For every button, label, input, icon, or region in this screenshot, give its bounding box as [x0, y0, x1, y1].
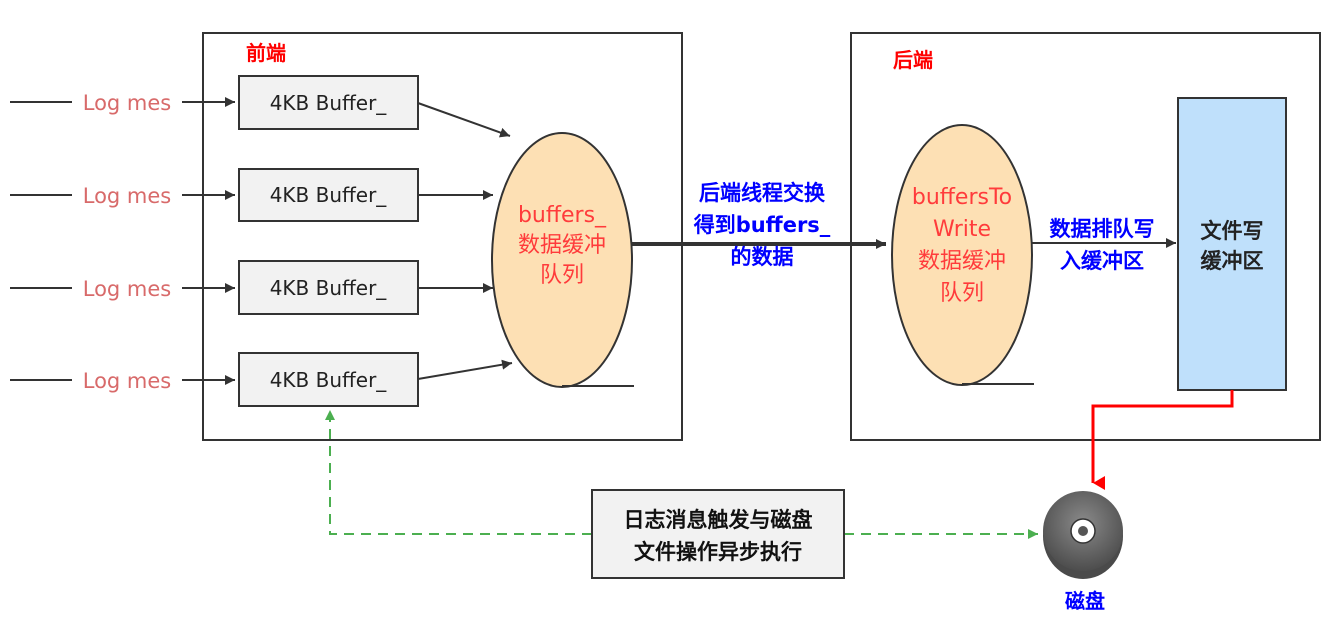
backend-queue-label-2: Write: [933, 217, 991, 242]
frontend-queue-label-3: 队列: [540, 263, 584, 288]
async-trigger-box: [591, 489, 845, 579]
frontend-queue-label-1: buffers_: [518, 203, 607, 228]
backend-panel: [850, 32, 1321, 441]
buffer-label-3: 4KB Buffer_: [270, 276, 388, 300]
log-message-1: Log mes: [83, 91, 172, 115]
frontend-panel: [202, 32, 683, 441]
buffer-box-2: [238, 168, 419, 222]
trigger-label-2: 文件操作异步执行: [634, 540, 802, 564]
buffer-to-queue-arrows: [417, 102, 513, 380]
buffer-box-4: [238, 352, 419, 407]
frontend-queue-label-2: 数据缓冲: [518, 233, 606, 258]
enqueue-label-1: 数据排队写: [1050, 217, 1155, 241]
swap-label-1: 后端线程交换: [699, 181, 826, 205]
log-message-4: Log mes: [83, 369, 172, 393]
async-dashed-to-buffer: [325, 410, 592, 535]
enqueue-label-2: 入缓冲区: [1060, 249, 1144, 273]
buffer-label-2: 4KB Buffer_: [270, 183, 388, 207]
log-message-3: Log mes: [83, 277, 172, 301]
swap-label-2: 得到buffers_: [693, 213, 831, 237]
backend-queue-label-3: 数据缓冲: [918, 249, 1006, 274]
flush-to-disk-arrow: [1091, 390, 1234, 490]
backend-queue-label-4: 队列: [940, 281, 984, 306]
log-input-lines: [10, 97, 235, 385]
backend-title: 后端: [893, 48, 933, 72]
log-message-2: Log mes: [83, 184, 172, 208]
file-buffer-label-2: 缓冲区: [1201, 249, 1264, 273]
file-buffer-label-1: 文件写: [1201, 219, 1264, 243]
backend-queue-label-1: buffersTo: [912, 185, 1012, 210]
buffer-label-4: 4KB Buffer_: [270, 368, 388, 392]
disk-label: 磁盘: [1065, 589, 1105, 613]
frontend-title: 前端: [246, 41, 286, 65]
swap-label-3: 的数据: [731, 245, 794, 269]
trigger-label-1: 日志消息触发与磁盘: [624, 508, 813, 532]
buffer-box-1: [238, 75, 419, 130]
file-write-buffer: [1177, 97, 1287, 391]
buffer-label-1: 4KB Buffer_: [270, 91, 388, 115]
frontend-queue-ellipse: [491, 132, 633, 388]
disk-icon: [1043, 491, 1123, 579]
